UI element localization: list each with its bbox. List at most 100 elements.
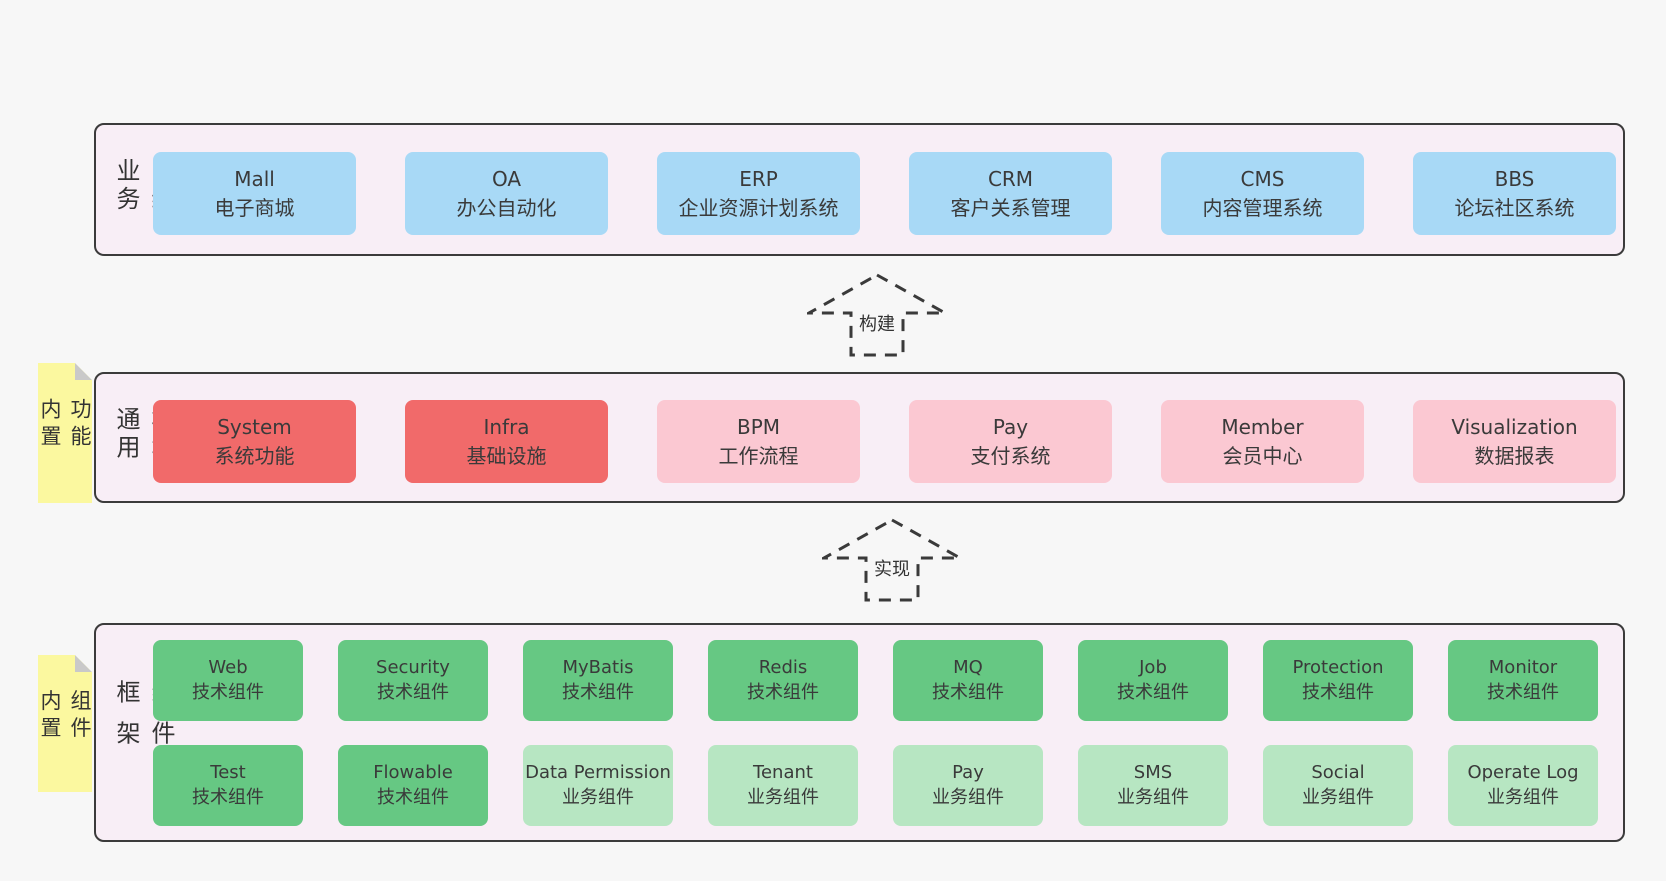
node-title: Visualization: [1451, 414, 1578, 439]
node-title: ERP: [739, 166, 778, 191]
node-mall: Mall 电子商城: [153, 152, 356, 235]
framework-row-1: Web 技术组件 Security 技术组件 MyBatis 技术组件 Redi…: [153, 640, 1598, 721]
node-subtitle: 论坛社区系统: [1454, 195, 1575, 220]
node-subtitle: 数据报表: [1474, 443, 1555, 468]
node-title: OA: [491, 166, 522, 191]
node-monitor: Monitor 技术组件: [1448, 640, 1598, 721]
node-subtitle: 工作流程: [718, 443, 799, 468]
node-bpm: BPM 工作流程: [657, 400, 860, 483]
node-title: CRM: [987, 166, 1034, 191]
node-subtitle: 基础设施: [466, 443, 547, 468]
sticky-note-text: 内置功能: [38, 398, 92, 452]
build-arrow-label: 构建: [856, 310, 898, 336]
build-arrow: 构建: [807, 273, 947, 357]
node-title: BBS: [1494, 166, 1535, 191]
node-subtitle: 业务组件: [1487, 786, 1559, 808]
node-subtitle: 技术组件: [377, 786, 449, 808]
layer-business-systems: 业务系统 Mall 电子商城 OA 办公自动化 ERP 企业资源计划系统 CRM…: [94, 123, 1625, 256]
node-title: MyBatis: [562, 657, 634, 679]
node-title: Security: [376, 657, 450, 679]
node-operate-log: Operate Log 业务组件: [1448, 745, 1598, 826]
node-subtitle: 技术组件: [192, 786, 264, 808]
node-flowable: Flowable 技术组件: [338, 745, 488, 826]
node-system: System 系统功能: [153, 400, 356, 483]
node-subtitle: 技术组件: [747, 681, 819, 703]
node-oa: OA 办公自动化: [405, 152, 608, 235]
node-subtitle: 电子商城: [214, 195, 295, 220]
sticky-note-text: 内置组件: [38, 689, 92, 744]
node-subtitle: 客户关系管理: [950, 195, 1071, 220]
node-title: Tenant: [753, 762, 813, 784]
node-title: Pay: [992, 414, 1029, 439]
node-data-permission: Data Permission 业务组件: [523, 745, 673, 826]
node-visualization: Visualization 数据报表: [1413, 400, 1616, 483]
node-mybatis: MyBatis 技术组件: [523, 640, 673, 721]
node-title: Member: [1221, 414, 1304, 439]
node-bbs: BBS 论坛社区系统: [1413, 152, 1616, 235]
node-title: CMS: [1240, 166, 1285, 191]
node-subtitle: 业务组件: [562, 786, 634, 808]
node-title: Test: [210, 762, 246, 784]
node-redis: Redis 技术组件: [708, 640, 858, 721]
node-mq: MQ 技术组件: [893, 640, 1043, 721]
node-title: Job: [1139, 657, 1167, 679]
modules-row: System 系统功能 Infra 基础设施 BPM 工作流程 Pay 支付系统…: [153, 400, 1616, 483]
node-subtitle: 技术组件: [192, 681, 264, 703]
node-subtitle: 办公自动化: [456, 195, 557, 220]
node-cms: CMS 内容管理系统: [1161, 152, 1364, 235]
implement-arrow: 实现: [822, 518, 962, 602]
node-title: Social: [1311, 762, 1365, 784]
node-infra: Infra 基础设施: [405, 400, 608, 483]
node-subtitle: 支付系统: [970, 443, 1051, 468]
node-erp: ERP 企业资源计划系统: [657, 152, 860, 235]
node-social: Social 业务组件: [1263, 745, 1413, 826]
node-title: Pay: [952, 762, 984, 784]
node-subtitle: 技术组件: [1487, 681, 1559, 703]
node-crm: CRM 客户关系管理: [909, 152, 1112, 235]
node-subtitle: 技术组件: [562, 681, 634, 703]
node-pay-biz: Pay 业务组件: [893, 745, 1043, 826]
node-test: Test 技术组件: [153, 745, 303, 826]
node-subtitle: 内容管理系统: [1202, 195, 1323, 220]
node-subtitle: 业务组件: [932, 786, 1004, 808]
node-title: BPM: [736, 414, 781, 439]
node-title: Mall: [234, 166, 275, 191]
node-title: System: [217, 414, 292, 439]
node-sms: SMS 业务组件: [1078, 745, 1228, 826]
layer-common-modules: 通用模块 System 系统功能 Infra 基础设施 BPM 工作流程 Pay…: [94, 372, 1625, 503]
layer-framework-components: 框架组件 Web 技术组件 Security 技术组件 MyBatis 技术组件…: [94, 623, 1625, 842]
node-subtitle: 企业资源计划系统: [678, 195, 839, 220]
node-title: Data Permission: [525, 762, 671, 784]
business-row: Mall 电子商城 OA 办公自动化 ERP 企业资源计划系统 CRM 客户关系…: [153, 152, 1616, 235]
up-arrow-icon: [822, 518, 962, 602]
node-title: SMS: [1133, 762, 1173, 784]
node-subtitle: 业务组件: [1117, 786, 1189, 808]
node-subtitle: 业务组件: [747, 786, 819, 808]
node-title: MQ: [953, 657, 983, 679]
node-job: Job 技术组件: [1078, 640, 1228, 721]
node-subtitle: 技术组件: [1117, 681, 1189, 703]
sticky-note-built-in-components: 内置组件: [38, 655, 92, 792]
node-title: Protection: [1292, 657, 1384, 679]
node-pay: Pay 支付系统: [909, 400, 1112, 483]
node-subtitle: 技术组件: [932, 681, 1004, 703]
node-subtitle: 会员中心: [1222, 443, 1303, 468]
node-subtitle: 系统功能: [214, 443, 295, 468]
node-title: Web: [208, 657, 248, 679]
node-title: Monitor: [1488, 657, 1558, 679]
node-protection: Protection 技术组件: [1263, 640, 1413, 721]
node-subtitle: 技术组件: [1302, 681, 1374, 703]
node-web: Web 技术组件: [153, 640, 303, 721]
node-title: Infra: [483, 414, 530, 439]
node-title: Redis: [758, 657, 808, 679]
node-subtitle: 业务组件: [1302, 786, 1374, 808]
sticky-note-built-in-features: 内置功能: [38, 363, 92, 503]
node-title: Flowable: [373, 762, 453, 784]
node-member: Member 会员中心: [1161, 400, 1364, 483]
up-arrow-icon: [807, 273, 947, 357]
node-tenant: Tenant 业务组件: [708, 745, 858, 826]
node-security: Security 技术组件: [338, 640, 488, 721]
implement-arrow-label: 实现: [871, 555, 913, 581]
node-title: Operate Log: [1467, 762, 1579, 784]
